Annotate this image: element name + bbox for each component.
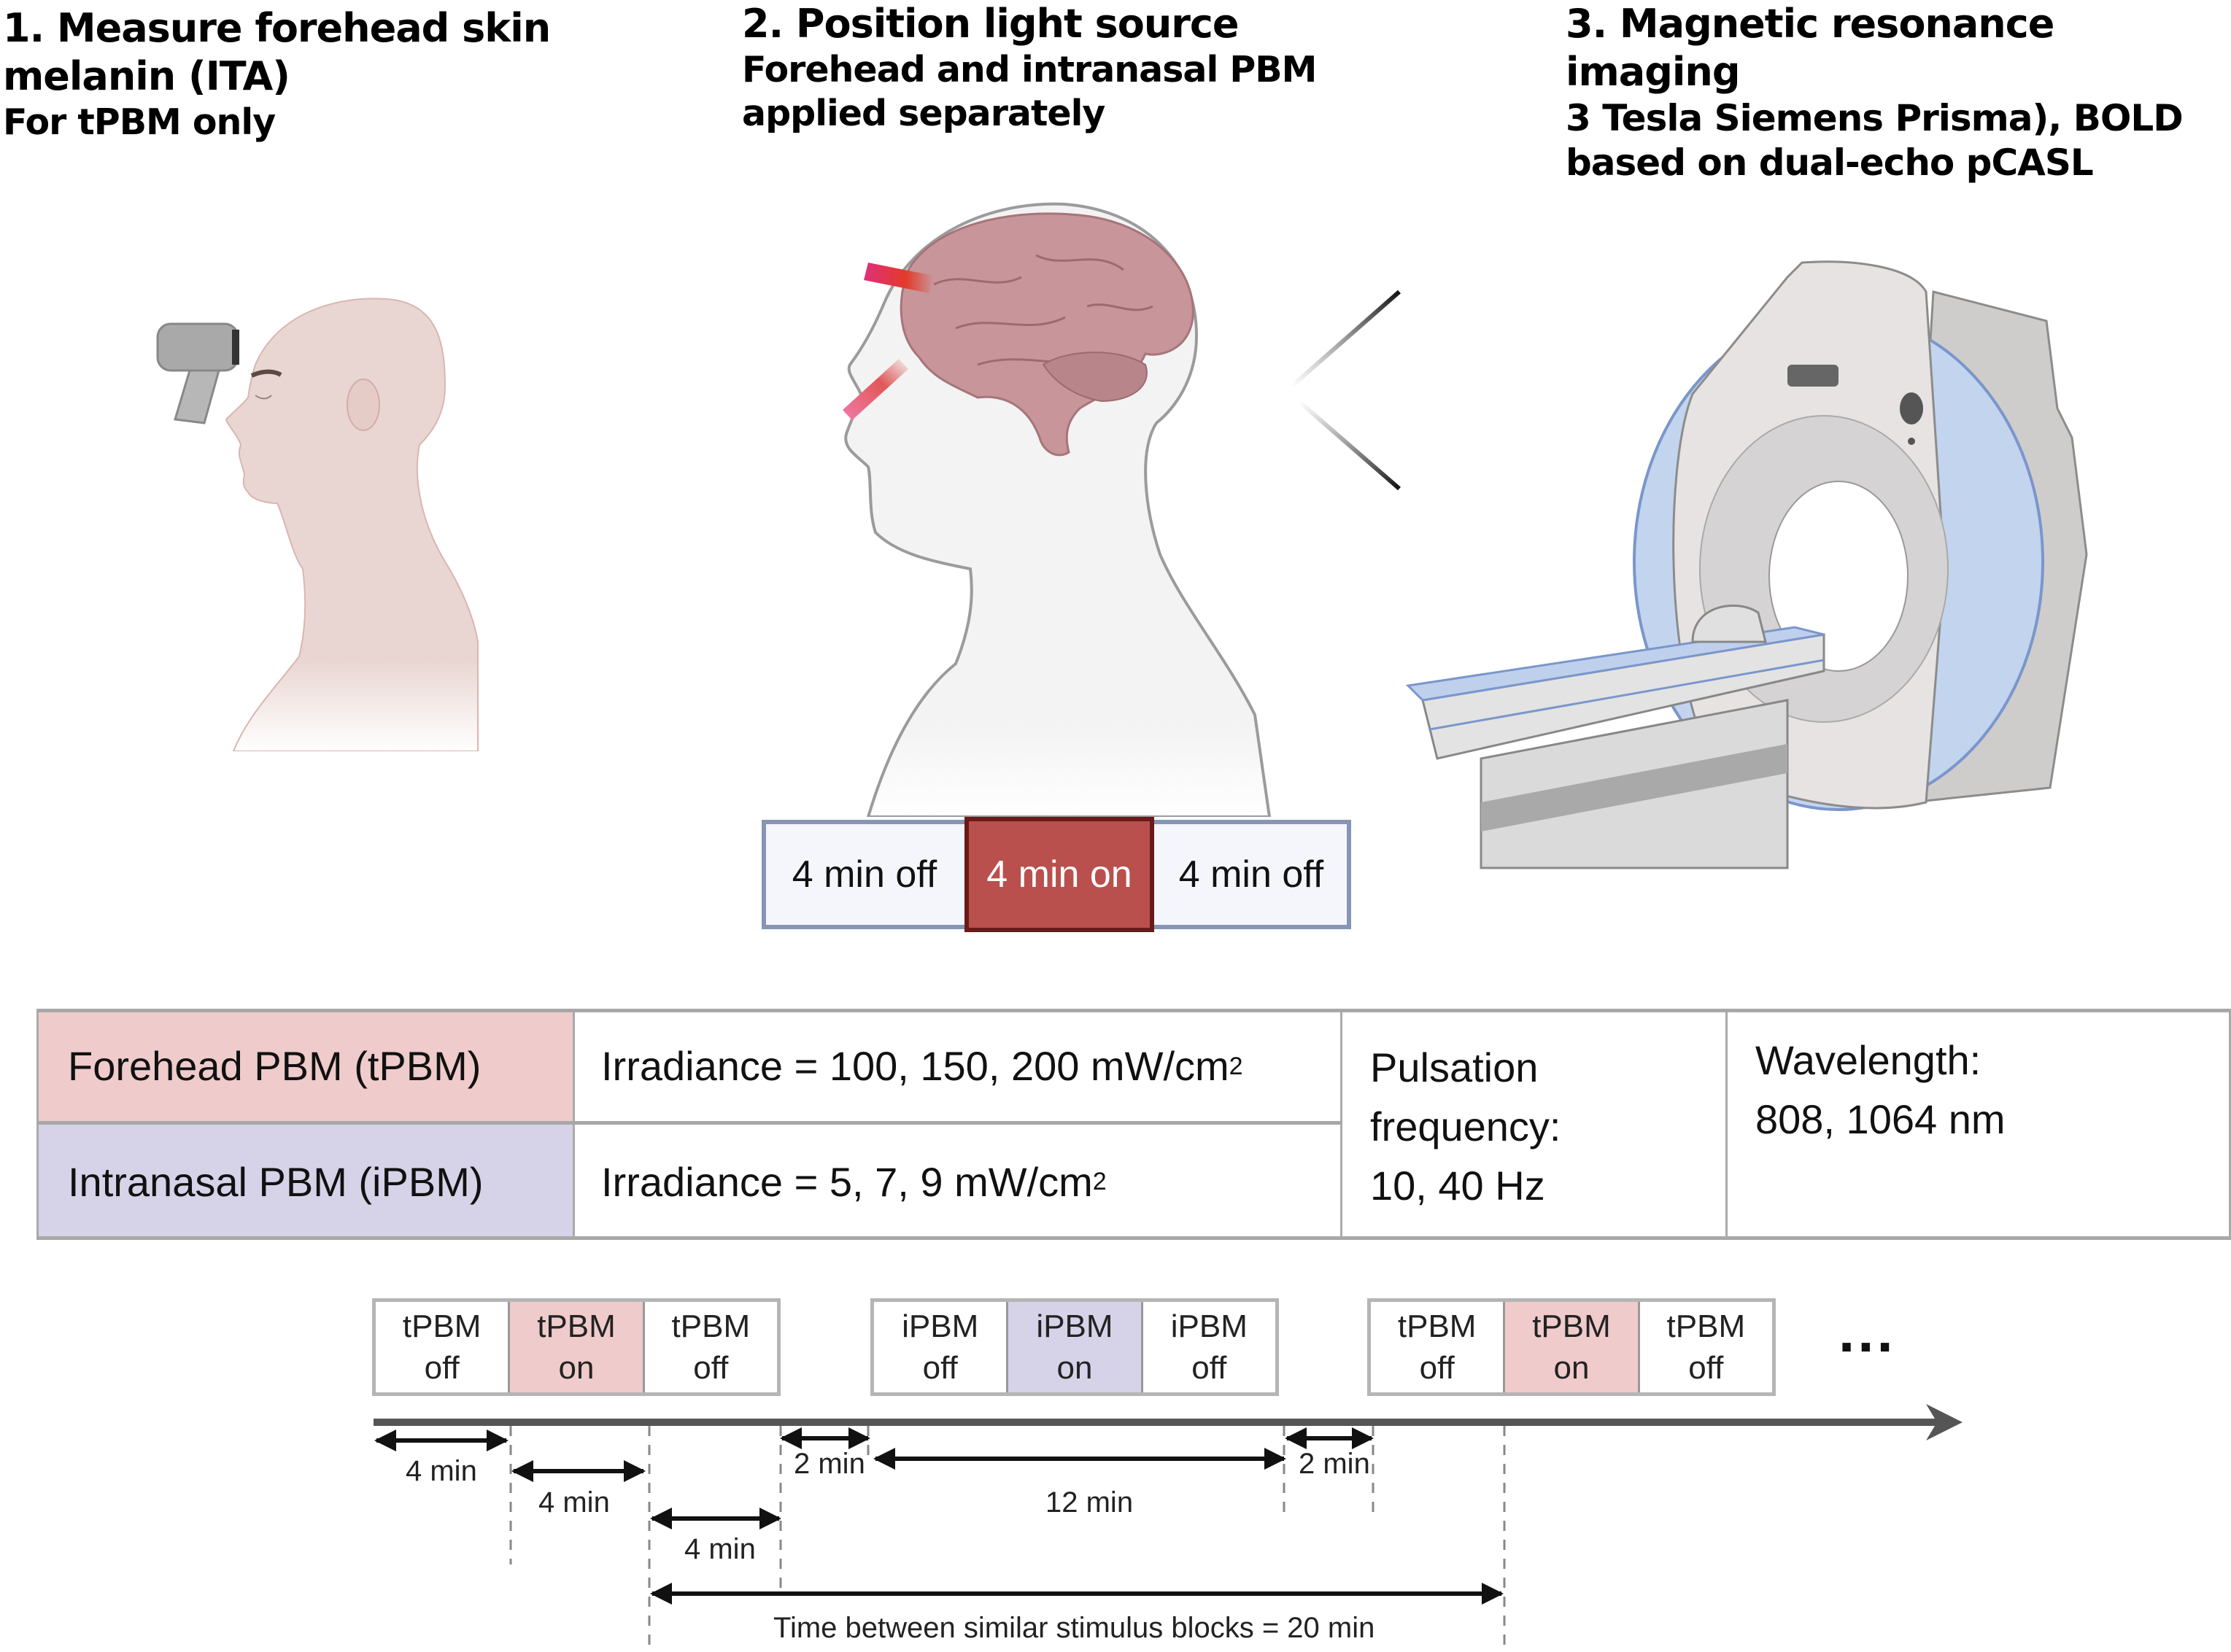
- pulsation-line2: frequency:: [1370, 1104, 1561, 1150]
- stimulus-off-before: 4 min off: [792, 853, 937, 896]
- colorimeter-icon: [156, 322, 239, 424]
- step-3-subtitle-line2: based on dual-echo pCASL: [1566, 141, 2094, 184]
- ellipsis-continuation: ...: [1838, 1299, 1896, 1364]
- head-profile-colorimeter-illustration: [156, 298, 479, 751]
- duration-label: 2 min: [1299, 1448, 1370, 1480]
- head-icon: [225, 298, 479, 751]
- stimulus-on: 4 min on: [964, 817, 1154, 932]
- mri-scanner-illustration: [1290, 260, 2088, 869]
- step-2-header: 2. Position light source Forehead and in…: [742, 0, 1317, 135]
- light-beam-forehead-icon: [864, 263, 934, 293]
- step-1-subtitle: For tPBM only: [3, 101, 276, 143]
- brain-icon: [900, 212, 1194, 457]
- table-row-divider: [36, 1121, 1342, 1125]
- wavelength-values: 808, 1064 nm: [1755, 1096, 2006, 1143]
- duration-label: 2 min: [794, 1448, 865, 1480]
- duration-label: 12 min: [1045, 1486, 1134, 1519]
- table-row-label-ipbm: Intranasal PBM (iPBM): [36, 1123, 575, 1240]
- table-top-border: [36, 1009, 2231, 1012]
- step-3-subtitle: 3 Tesla Siemens Prisma), BOLD: [1566, 96, 2184, 139]
- light-beam-intranasal-icon: [843, 359, 908, 420]
- parameter-table: Forehead PBM (tPBM) Intranasal PBM (iPBM…: [36, 1009, 2231, 1240]
- duration-label: 4 min: [538, 1486, 610, 1519]
- timeline-axis-and-arrows: [374, 1404, 1963, 1652]
- step-2-title: 2. Position light source: [742, 1, 1240, 47]
- table-bottom-border: [36, 1236, 2231, 1240]
- step-2-subtitle: Forehead and intranasal PBM: [742, 48, 1317, 90]
- step-3-title: 3. Magnetic resonance imaging: [1566, 1, 2054, 95]
- step-3-header: 3. Magnetic resonance imaging 3 Tesla Si…: [1566, 0, 2231, 185]
- step-1-title: 1. Measure forehead skin: [3, 5, 551, 51]
- pulsation-line1: Pulsation: [1370, 1044, 1539, 1090]
- total-duration-label: Time between similar stimulus blocks = 2…: [773, 1612, 1375, 1644]
- table-cell-wavelength: Wavelength: 808, 1064 nm: [1728, 1009, 2231, 1240]
- brain-light-illustration: [843, 202, 1272, 817]
- duration-label: 4 min: [684, 1533, 756, 1565]
- step-1-header: 1. Measure forehead skin melanin (ITA) F…: [3, 4, 551, 144]
- stimulus-duration-bar: 4 min off 4 min on 4 min off: [762, 817, 1351, 932]
- table-cell-pulsation-frequency: Pulsation frequency: 10, 40 Hz: [1342, 1009, 1728, 1240]
- irradiance-ipbm-text: Irradiance = 5, 7, 9 mW/cm: [601, 1158, 1093, 1205]
- table-row-label-tpbm: Forehead PBM (tPBM): [36, 1009, 575, 1123]
- step-1-title-line2: melanin (ITA): [3, 53, 290, 99]
- duration-label: 4 min: [406, 1455, 477, 1487]
- stimulus-off-after: 4 min off: [1178, 853, 1324, 896]
- zoom-lines-icon: [1290, 290, 1401, 491]
- wavelength-label: Wavelength:: [1755, 1037, 1981, 1083]
- irradiance-tpbm-text: Irradiance = 100, 150, 200 mW/cm: [601, 1043, 1229, 1089]
- step-2-subtitle-line2: applied separately: [742, 92, 1105, 134]
- mri-table-icon: [1405, 604, 1825, 869]
- pulsation-values: 10, 40 Hz: [1370, 1163, 1545, 1209]
